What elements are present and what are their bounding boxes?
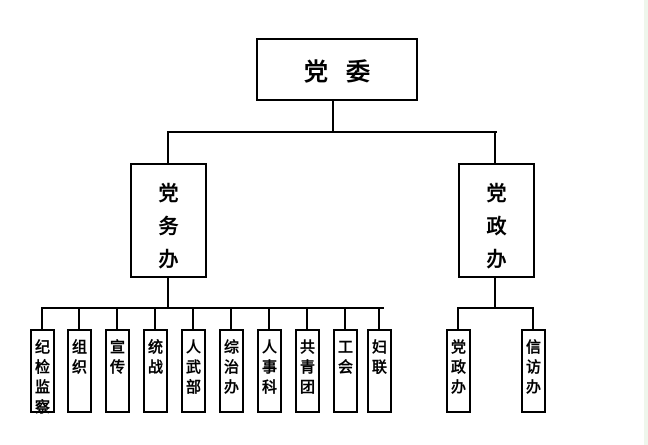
- node-char: 宣: [109, 338, 125, 356]
- node-char: 人: [261, 338, 277, 356]
- connector-root-down: [332, 100, 334, 133]
- node-char: 政: [486, 214, 507, 238]
- node-人事科: 人事科: [257, 329, 282, 413]
- node-char: 人: [185, 338, 201, 356]
- node-char: 战: [147, 358, 163, 376]
- connector-drop: [532, 307, 534, 330]
- node-char: 办: [223, 378, 239, 396]
- node-char: 信: [525, 338, 541, 356]
- connector-right-bus: [457, 307, 534, 309]
- node-char: 务: [158, 214, 179, 238]
- node-工会: 工会: [333, 329, 358, 413]
- node-纪检监察: 纪检监察: [30, 329, 55, 416]
- connector-to-dangzhengban: [494, 131, 496, 164]
- node-char: 访: [525, 358, 541, 376]
- connector-left-bus: [42, 307, 384, 309]
- connector-drop: [306, 307, 308, 330]
- node-char: 办: [450, 378, 466, 396]
- connector-drop: [457, 307, 459, 330]
- connector-drop: [230, 307, 232, 330]
- connector-to-dangwuban: [167, 131, 169, 164]
- node-char: 纪: [34, 338, 50, 356]
- node-宣传: 宣传: [105, 329, 130, 413]
- node-char: 武: [185, 358, 201, 376]
- node-char: 部: [185, 378, 201, 396]
- connector-drop: [268, 307, 270, 330]
- node-char: 青: [299, 358, 315, 376]
- node-人武部: 人武部: [181, 329, 206, 413]
- node-char: 党: [450, 338, 466, 356]
- node-char: 联: [371, 358, 387, 376]
- node-组织: 组织: [67, 329, 92, 413]
- node-char: 检: [34, 358, 50, 376]
- node-party-government-office: 党政办: [458, 163, 535, 278]
- node-char: 治: [223, 358, 239, 376]
- connector-dangzhengban-down: [494, 277, 496, 308]
- node-party-committee: 党委: [256, 38, 418, 101]
- node-char: 党: [486, 181, 507, 205]
- node-char: 综: [223, 338, 239, 356]
- node-char: 传: [109, 358, 125, 376]
- node-综治办: 综治办: [219, 329, 244, 413]
- connector-drop: [116, 307, 118, 330]
- node-统战: 统战: [143, 329, 168, 413]
- connector-drop: [154, 307, 156, 330]
- node-char: 团: [299, 378, 315, 396]
- connector-drop: [41, 307, 43, 330]
- node-char: 科: [261, 378, 277, 396]
- node-char: 党: [158, 181, 179, 205]
- node-char: 政: [450, 358, 466, 376]
- node-char: 妇: [371, 338, 387, 356]
- node-label: 党委: [304, 57, 388, 86]
- node-党政办: 党政办: [446, 329, 471, 413]
- node-信访办: 信访办: [521, 329, 546, 413]
- node-char: 会: [337, 358, 353, 376]
- connector-level1-bus: [168, 131, 497, 133]
- node-char: 察: [34, 398, 50, 416]
- node-char: 统: [147, 338, 163, 356]
- node-char: 办: [525, 378, 541, 396]
- image-edge: [644, 0, 648, 445]
- connector-drop: [192, 307, 194, 330]
- connector-dangwuban-down: [167, 277, 169, 308]
- node-char: 共: [299, 338, 315, 356]
- connector-drop: [78, 307, 80, 330]
- node-char: 办: [158, 247, 179, 271]
- node-char: 监: [34, 378, 50, 396]
- node-char: 织: [71, 358, 87, 376]
- node-妇联: 妇联: [367, 329, 392, 413]
- connector-drop: [378, 307, 380, 330]
- connector-drop: [344, 307, 346, 330]
- node-char: 工: [337, 338, 353, 356]
- node-char: 办: [486, 247, 507, 271]
- node-共青团: 共青团: [295, 329, 320, 413]
- node-char: 组: [71, 338, 87, 356]
- node-party-affairs-office: 党务办: [130, 163, 207, 278]
- node-char: 事: [261, 358, 277, 376]
